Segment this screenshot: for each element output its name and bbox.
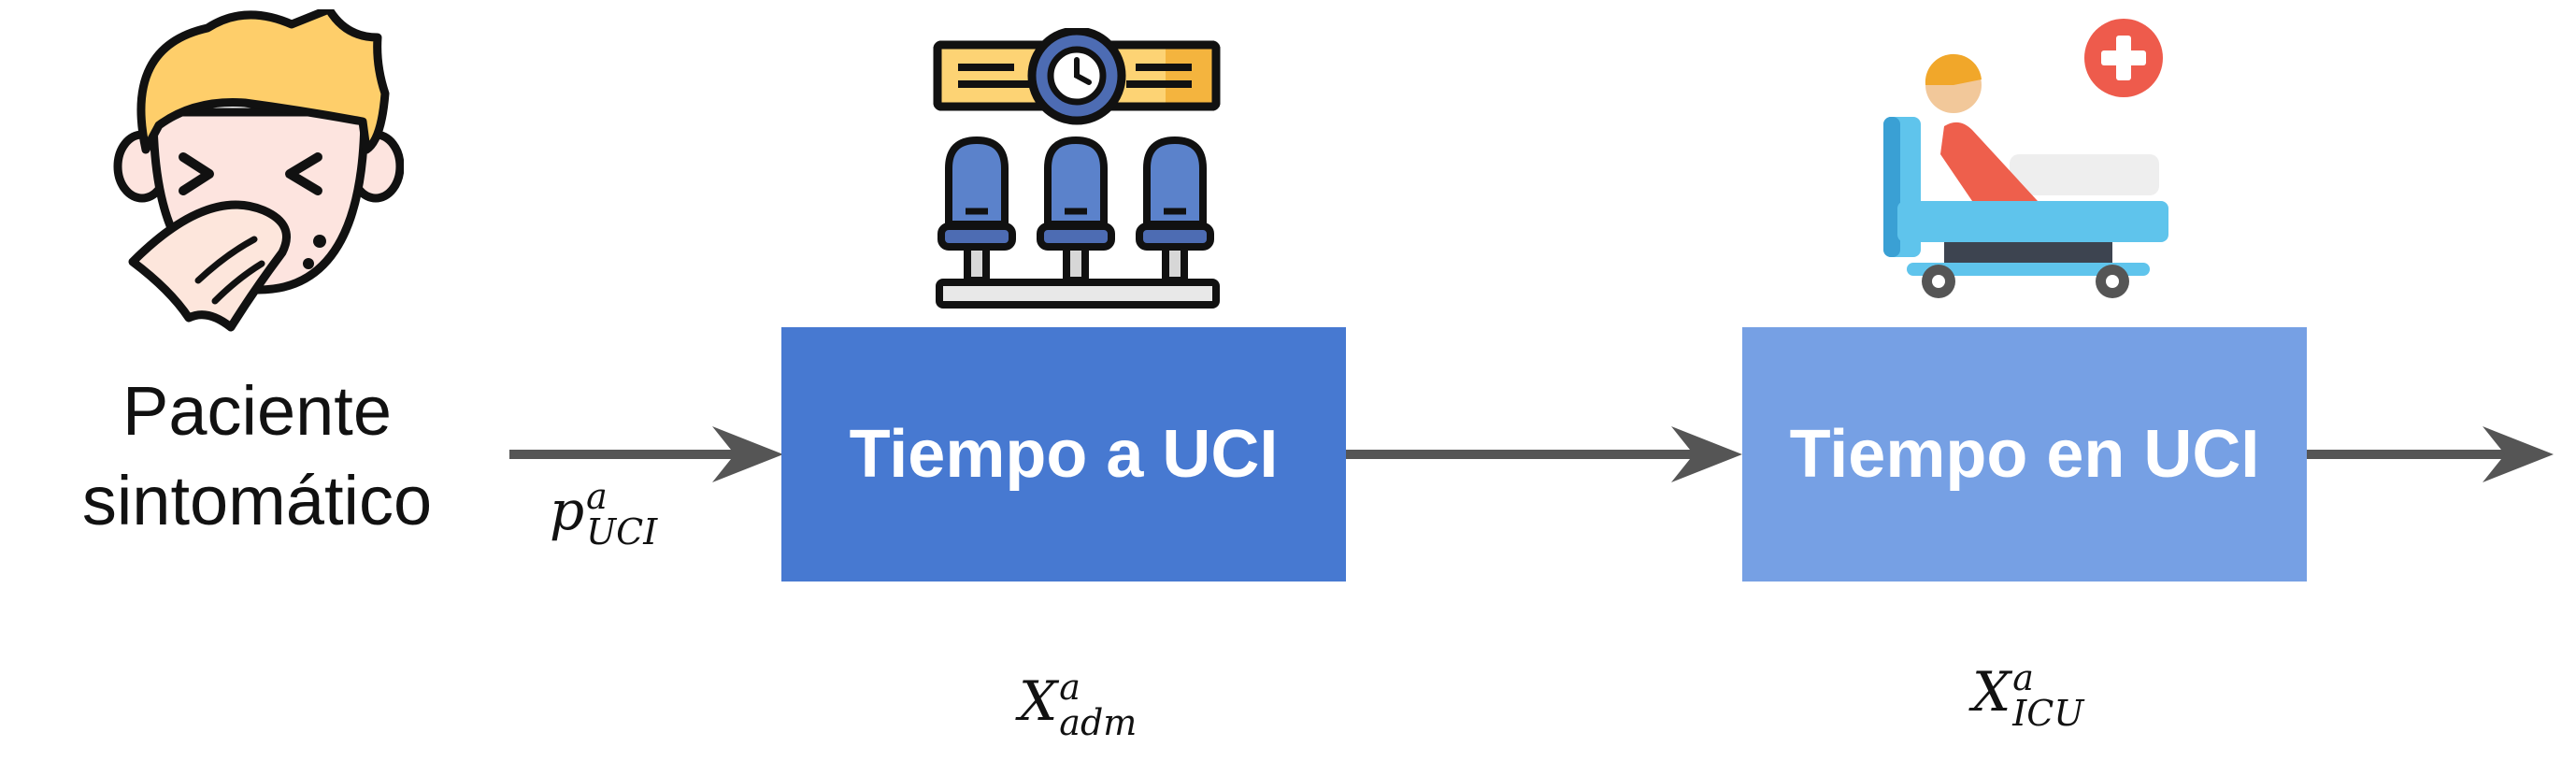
patient-label-line1: Paciente <box>122 372 392 450</box>
probability-sup: a <box>586 476 608 517</box>
x-icu-sup: a <box>2012 657 2034 698</box>
probability-sub: UCI <box>586 511 658 553</box>
arrow-icu-exit <box>2307 426 2554 482</box>
x-admission-sup: a <box>1059 667 1080 708</box>
icu-time-box: Tiempo en UCI <box>1742 327 2307 582</box>
medical-cross-icon <box>2084 19 2163 97</box>
x-admission-base: X <box>1019 669 1058 733</box>
patient-label-line2: sintomático <box>81 462 433 539</box>
hospital-bed-icon <box>1883 53 2168 298</box>
admission-time-box: Tiempo a UCI <box>781 327 1346 582</box>
x-icu-sub: ICU <box>2012 693 2084 734</box>
arrow-admission-to-icu <box>1346 426 1742 482</box>
probability-base: p <box>550 479 585 542</box>
waiting-room-icon <box>933 28 1221 309</box>
sneezing-person-icon <box>113 9 404 332</box>
x-icu-base: X <box>1972 660 2011 724</box>
arrow-patient-to-admission <box>509 426 783 482</box>
patient-label: Paciente sintomático <box>37 366 477 546</box>
icu-time-label: Tiempo en UCI <box>1789 417 2260 492</box>
admission-time-label: Tiempo a UCI <box>849 417 1279 492</box>
x-admission-sub: adm <box>1059 702 1138 743</box>
